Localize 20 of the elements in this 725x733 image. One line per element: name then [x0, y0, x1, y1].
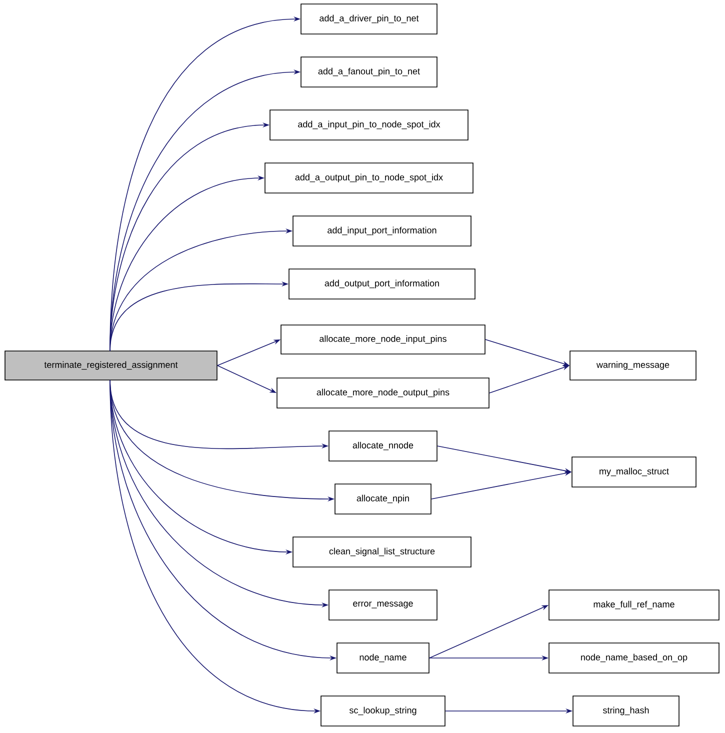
function-box: add_input_port_information [292, 216, 472, 246]
function-box: make_full_ref_name [548, 590, 720, 620]
function-box: my_malloc_struct [572, 456, 696, 488]
function-box: allocate_more_node_input_pins [280, 324, 486, 354]
function-box: allocate_nnode [328, 430, 438, 462]
function-box: string_hash [572, 696, 680, 726]
function-box: warning_message [570, 350, 696, 380]
function-box: add_output_port_information [288, 268, 476, 300]
function-box: terminate_registered_assignment [4, 350, 218, 380]
function-box: clean_signal_list_structure [292, 536, 472, 568]
function-box: allocate_npin [334, 484, 432, 514]
function-box: node_name_based_on_op [548, 642, 720, 674]
function-box: add_a_output_pin_to_node_spot_idx [264, 162, 474, 194]
function-box: add_a_driver_pin_to_net [300, 4, 438, 34]
function-box: error_message [328, 590, 438, 620]
function-box: node_name [336, 642, 430, 674]
function-box: add_a_input_pin_to_node_spot_idx [270, 110, 468, 140]
function-box: sc_lookup_string [320, 696, 446, 726]
function-box: add_a_fanout_pin_to_net [300, 56, 438, 88]
function-box: allocate_more_node_output_pins [276, 378, 490, 408]
